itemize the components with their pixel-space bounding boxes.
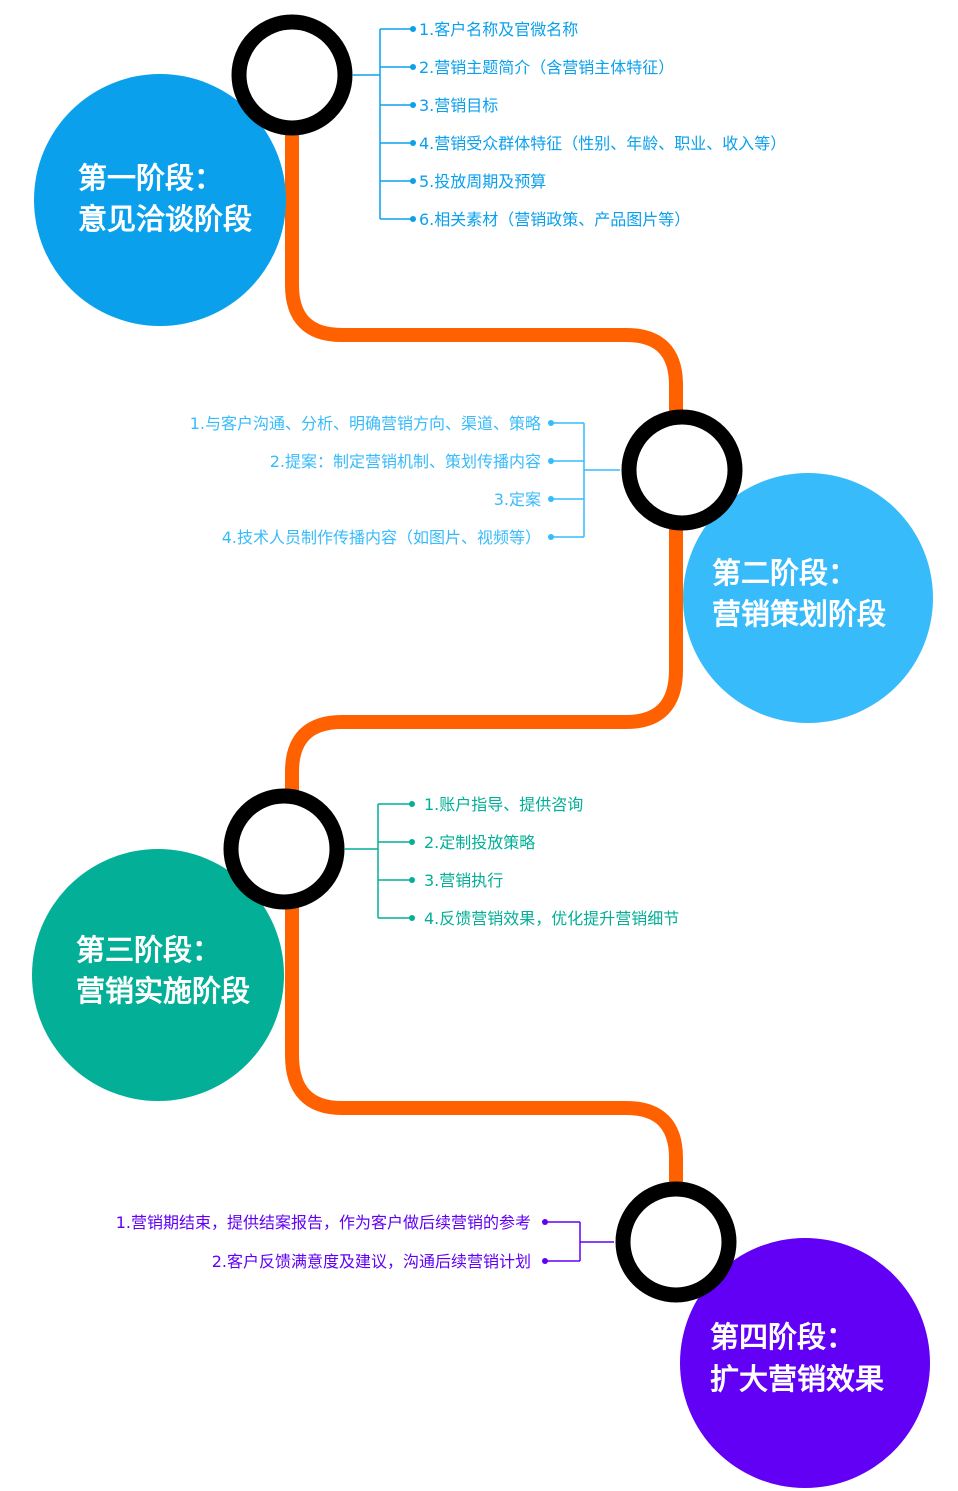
bracket-dot [409, 915, 415, 921]
stage-2-item: 3.定案 [494, 490, 541, 509]
stage-3-item: 1.账户指导、提供咨询 [424, 795, 583, 814]
stage-1-item: 6.相关素材（营销政策、产品图片等） [419, 210, 690, 229]
stage-2-item: 2.提案：制定营销机制、策划传播内容 [270, 452, 541, 471]
stage-1-item: 5.投放周期及预算 [419, 172, 546, 191]
bracket-dot [542, 1258, 548, 1264]
bracket-dot [410, 140, 416, 146]
stage-2-circle [683, 473, 933, 723]
stage-3-ring [223, 788, 345, 910]
stage-2-ring [621, 409, 743, 531]
bracket-dot [410, 64, 416, 70]
bracket-dot [548, 496, 554, 502]
bracket-dot [410, 102, 416, 108]
stage-2-item: 1.与客户沟通、分析、明确营销方向、渠道、策略 [190, 414, 541, 433]
stage-1-title-line2: 意见洽谈阶段 [78, 202, 252, 236]
bracket-dot [409, 801, 415, 807]
stage-1-item: 3.营销目标 [419, 96, 498, 115]
stage-1-title-line1: 第一阶段： [78, 161, 223, 195]
stage-1-item: 2.营销主题简介（含营销主体特征） [419, 58, 674, 77]
bracket-dot [410, 178, 416, 184]
stage-3-title-line1: 第三阶段： [76, 933, 221, 967]
stage-3-title-line2: 营销实施阶段 [76, 974, 250, 1008]
stage-3-circle [32, 849, 284, 1101]
stage-1-item: 1.客户名称及官微名称 [419, 20, 578, 39]
stage-4-bracket [542, 1219, 614, 1264]
bracket-dot [410, 26, 416, 32]
bracket-dot [548, 458, 554, 464]
bracket-dot [410, 216, 416, 222]
stage-4-item: 2.客户反馈满意度及建议，沟通后续营销计划 [212, 1252, 531, 1271]
stage-4-title-line2: 扩大营销效果 [710, 1362, 884, 1396]
stage-1-item: 4.营销受众群体特征（性别、年龄、职业、收入等） [419, 134, 786, 153]
bracket-dot [548, 420, 554, 426]
stage-1-ring [231, 14, 353, 136]
stage-2-title-line1: 第二阶段： [712, 556, 857, 590]
bracket-dot [409, 839, 415, 845]
bracket-dot [409, 877, 415, 883]
timeline-path [285, 68, 683, 1247]
stage-1-circle [34, 74, 286, 326]
bracket-dot [542, 1219, 548, 1225]
stage-1-bracket [352, 26, 416, 222]
stage-3-item: 2.定制投放策略 [424, 833, 535, 852]
stage-3-item: 4.反馈营销效果，优化提升营销细节 [424, 909, 679, 928]
stage-2-title-line2: 营销策划阶段 [712, 597, 886, 631]
stage-4-ring [615, 1181, 737, 1303]
stage-4-circle [680, 1238, 930, 1488]
stage-3-item: 3.营销执行 [424, 871, 503, 890]
stage-3-bracket [344, 801, 415, 921]
stage-4-item: 1.营销期结束，提供结案报告，作为客户做后续营销的参考 [116, 1213, 531, 1232]
stage-2-bracket [548, 420, 620, 540]
stage-4-title-line1: 第四阶段： [710, 1320, 855, 1354]
bracket-dot [548, 534, 554, 540]
stage-2-item: 4.技术人员制作传播内容（如图片、视频等） [222, 528, 541, 547]
